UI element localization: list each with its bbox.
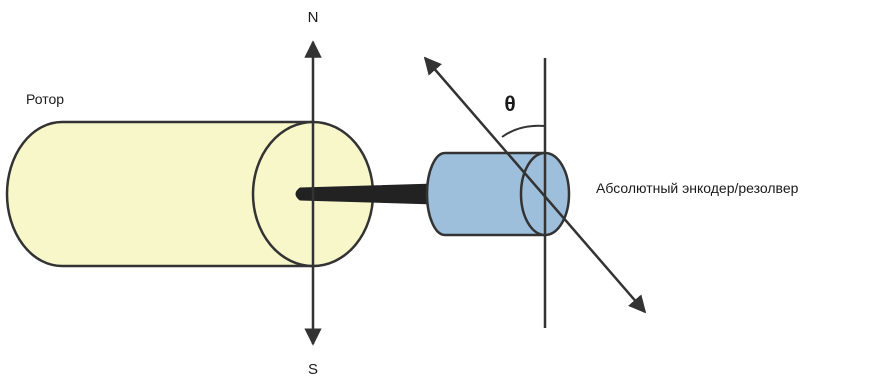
theta-label: θ (504, 93, 515, 116)
rotor-body (5, 120, 315, 268)
shaft (295, 183, 436, 205)
angled-axis (423, 56, 647, 314)
encoder-label: Абсолютный энкодер/резолвер (596, 180, 799, 196)
encoder-cylinder (425, 151, 571, 237)
angle-arc (501, 124, 546, 138)
rotor-label: Ротор (26, 91, 64, 107)
south-label: S (308, 361, 318, 378)
north-label: N (308, 9, 319, 26)
